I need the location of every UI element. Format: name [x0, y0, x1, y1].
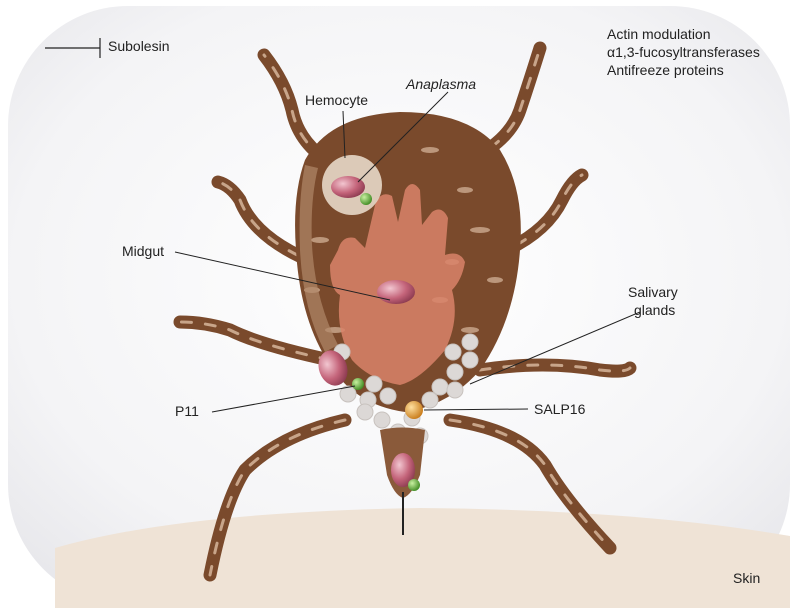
- salivary-label-line2: glands: [634, 302, 675, 319]
- p11-label: P11: [175, 403, 199, 420]
- p11-marker: [352, 378, 364, 390]
- skin-label: Skin: [733, 570, 760, 587]
- salp16-label: SALP16: [534, 401, 585, 418]
- mechanism-actin: Actin modulation: [607, 26, 711, 43]
- salivary-label-line1: Salivary: [628, 284, 678, 301]
- mechanism-fucosyltransferases: α1,3-fucosyltransferases: [607, 44, 760, 61]
- subolesin-label: Subolesin: [108, 38, 170, 55]
- anaplasma-in-hemocyte: [331, 176, 365, 198]
- anaplasma-in-midgut: [377, 280, 415, 304]
- mechanism-antifreeze: Antifreeze proteins: [607, 62, 724, 79]
- anaplasma-label: Anaplasma: [406, 76, 476, 93]
- hemocyte-label: Hemocyte: [305, 92, 368, 109]
- salp16-marker: [405, 401, 423, 419]
- midgut-label: Midgut: [122, 243, 164, 260]
- hemocyte-green-marker: [360, 193, 372, 205]
- mouthparts-green-marker: [408, 479, 420, 491]
